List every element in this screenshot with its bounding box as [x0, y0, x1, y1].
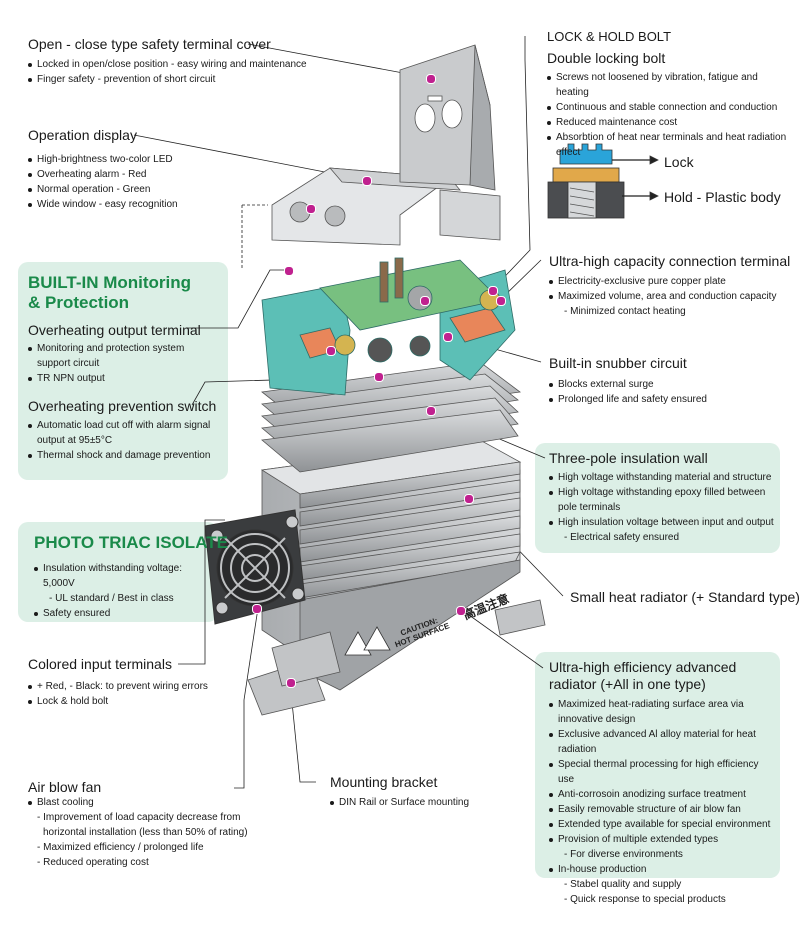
list-item: In-house production	[549, 862, 774, 877]
advanced-radiator-bullets: Maximized heat-radiating surface area vi…	[549, 697, 774, 907]
list-item: Insulation withstanding voltage: 5,000V	[34, 561, 214, 591]
insulation-wall-bullets: High voltage withstanding material and s…	[549, 470, 774, 545]
marker-bracket	[286, 678, 296, 688]
list-sub-item: horizontal installation (less than 50% o…	[43, 827, 248, 838]
list-item: Blast cooling	[28, 795, 248, 810]
lock-hold-bullets: Screws not loosened by vibration, fatigu…	[547, 70, 792, 160]
marker-connection-terminal	[496, 296, 506, 306]
connection-terminal-bullets: Electricity-exclusive pure copper plate …	[549, 274, 789, 319]
air-fan-bullets: Blast cooling - Improvement of load capa…	[28, 795, 248, 870]
builtin-title: BUILT-IN Monitoring & Protection	[28, 273, 192, 312]
list-item: Thermal shock and damage prevention	[28, 448, 224, 463]
list-sub-item: - Stabel quality and supply	[564, 879, 682, 890]
photo-triac-bullets: Insulation withstanding voltage: 5,000V …	[34, 561, 214, 621]
list-item: Lock & hold bolt	[28, 694, 228, 709]
list-item: Electricity-exclusive pure copper plate	[549, 274, 789, 289]
operation-display-title: Operation display	[28, 127, 137, 143]
list-item: Screws not loosened by vibration, fatigu…	[547, 70, 792, 100]
list-sub-item: - For diverse environments	[564, 849, 683, 860]
list-item: TR NPN output	[28, 371, 218, 386]
list-sub-item: - Reduced operating cost	[37, 857, 149, 868]
output-terminal-bullets: Monitoring and protection system support…	[28, 341, 218, 386]
output-terminal-title: Overheating output terminal	[28, 322, 201, 338]
list-sub-item: - Maximized efficiency / prolonged life	[37, 842, 204, 853]
list-item: Wide window - easy recognition	[28, 197, 228, 212]
marker-prevention-switch	[374, 372, 384, 382]
list-item: Overheating alarm - Red	[28, 167, 228, 182]
air-fan-title: Air blow fan	[28, 779, 102, 795]
marker-fan	[252, 604, 262, 614]
marker-display-window	[306, 204, 316, 214]
snubber-title: Built-in snubber circuit	[549, 355, 687, 371]
list-item: Blocks external surge	[549, 377, 769, 392]
insulation-wall-panel	[535, 443, 780, 553]
marker-terminal-cover	[426, 74, 436, 84]
marker-small-radiator	[426, 406, 436, 416]
list-sub-item: - UL standard / Best in class	[49, 593, 174, 604]
list-item: High insulation voltage between input an…	[549, 515, 774, 530]
small-radiator-title: Small heat radiator (+ Standard type)	[570, 589, 800, 605]
builtin-monitoring-panel	[18, 262, 228, 480]
marker-output-terminal	[284, 266, 294, 276]
marker-lock-bolt	[488, 286, 498, 296]
terminal-cover-bullets: Locked in open/close position - easy wir…	[28, 57, 308, 87]
list-item: Normal operation - Green	[28, 182, 228, 197]
marker-pcb	[420, 296, 430, 306]
list-item: High voltage withstanding material and s…	[549, 470, 774, 485]
list-item: Prolonged life and safety ensured	[549, 392, 769, 407]
list-item: Safety ensured	[34, 606, 214, 621]
list-item: Absorbtion of heat near terminals and he…	[547, 130, 792, 160]
lock-hold-bolt-diagram	[547, 143, 659, 219]
list-item: Anti-corrosoin anodizing surface treatme…	[549, 787, 774, 802]
colored-terminals-title: Colored input terminals	[28, 656, 172, 672]
list-item: Extended type available for special envi…	[549, 817, 774, 832]
marker-operation-display	[362, 176, 372, 186]
list-item: Maximized volume, area and conduction ca…	[549, 289, 789, 304]
list-sub-item: - Electrical safety ensured	[564, 532, 680, 543]
list-item: Easily removable structure of air blow f…	[549, 802, 774, 817]
list-item: Continuous and stable connection and con…	[547, 100, 792, 115]
lock-hold-title: LOCK & HOLD BOLT	[547, 29, 672, 44]
marker-snubber	[443, 332, 453, 342]
list-sub-item: - Quick response to special products	[564, 894, 726, 905]
insulation-wall-title: Three-pole insulation wall	[549, 450, 708, 466]
mounting-bracket-bullets: DIN Rail or Surface mounting	[330, 795, 510, 810]
list-item: Automatic load cut off with alarm signal…	[28, 418, 224, 448]
list-item: Monitoring and protection system support…	[28, 341, 218, 371]
list-item: High voltage withstanding epoxy filled b…	[549, 485, 774, 515]
marker-advanced-radiator	[456, 606, 466, 616]
connection-terminal-title: Ultra-high capacity connection terminal	[549, 253, 791, 269]
terminal-cover-title: Open - close type safety terminal cover	[28, 36, 271, 52]
list-item: Reduced maintenance cost	[547, 115, 792, 130]
snubber-bullets: Blocks external surge Prolonged life and…	[549, 377, 769, 407]
list-item: Maximized heat-radiating surface area vi…	[549, 697, 774, 727]
list-item: Provision of multiple extended types	[549, 832, 774, 847]
operation-display-bullets: High-brightness two-color LED Overheatin…	[28, 152, 228, 212]
list-item: Exclusive advanced Al alloy material for…	[549, 727, 774, 757]
list-sub-item: - Improvement of load capacity decrease …	[37, 812, 241, 823]
list-item: + Red, - Black: to prevent wiring errors	[28, 679, 228, 694]
advanced-radiator-title: Ultra-high efficiency advanced radiator …	[549, 659, 737, 692]
list-item: Locked in open/close position - easy wir…	[28, 57, 308, 72]
list-item: DIN Rail or Surface mounting	[330, 795, 510, 810]
photo-triac-title: PHOTO TRIAC ISOLATE	[34, 533, 228, 552]
mounting-bracket-title: Mounting bracket	[330, 774, 438, 790]
lock-label: Lock	[664, 154, 694, 170]
list-item: High-brightness two-color LED	[28, 152, 228, 167]
advanced-radiator-panel	[535, 652, 780, 878]
marker-heatsink	[464, 494, 474, 504]
colored-terminals-bullets: + Red, - Black: to prevent wiring errors…	[28, 679, 228, 709]
list-sub-item: - Minimized contact heating	[564, 306, 686, 317]
list-item: Special thermal processing for high effi…	[549, 757, 774, 787]
prevention-switch-bullets: Automatic load cut off with alarm signal…	[28, 418, 224, 463]
lock-hold-subtitle: Double locking bolt	[547, 50, 666, 66]
hold-label: Hold - Plastic body	[664, 189, 781, 205]
list-item: Finger safety - prevention of short circ…	[28, 72, 308, 87]
photo-triac-panel	[18, 522, 218, 622]
marker-colored-terminal	[326, 346, 336, 356]
prevention-switch-title: Overheating prevention switch	[28, 398, 217, 414]
